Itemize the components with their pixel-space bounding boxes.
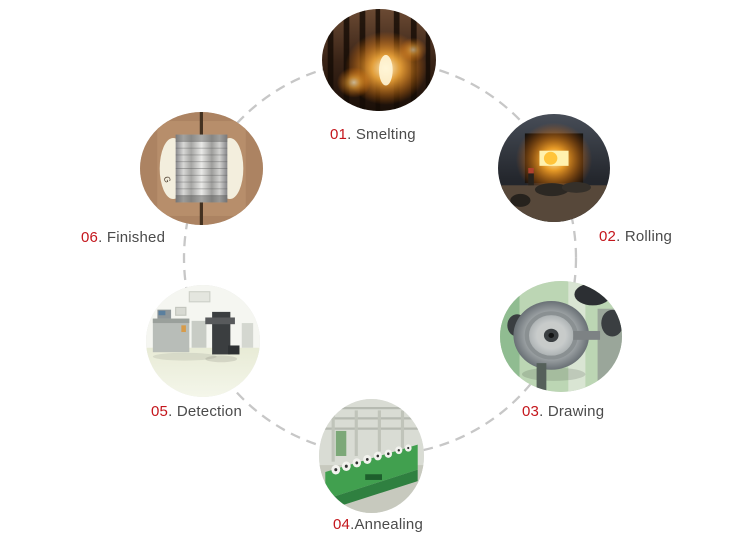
step-name: . Rolling xyxy=(616,228,673,245)
drawing-photo xyxy=(500,281,622,392)
step-label-smelting: 01. Smelting xyxy=(330,126,416,143)
annealing-photo xyxy=(319,399,424,513)
step-label-annealing: 04.Annealing xyxy=(333,516,423,533)
detection-photo xyxy=(146,285,260,397)
step-name: .Annealing xyxy=(350,516,423,533)
svg-text:G: G xyxy=(161,175,172,184)
step-number: 05 xyxy=(151,403,169,420)
step-name: . Drawing xyxy=(539,403,605,420)
step-number: 01 xyxy=(330,126,348,143)
step-number: 03 xyxy=(522,403,540,420)
step-label-drawing: 03. Drawing xyxy=(522,403,604,420)
step-name: . Detection xyxy=(168,403,242,420)
smelting-photo xyxy=(322,9,436,111)
step-label-rolling: 02. Rolling xyxy=(599,228,672,245)
rolling-photo xyxy=(498,114,610,222)
step-name: . Smelting xyxy=(347,126,416,143)
step-number: 06 xyxy=(81,229,99,246)
step-label-detection: 05. Detection xyxy=(151,403,242,420)
finished-photo: G xyxy=(140,112,263,225)
step-label-finished: 06. Finished xyxy=(81,229,165,246)
step-number: 04 xyxy=(333,516,351,533)
step-name: . Finished xyxy=(98,229,166,246)
step-number: 02 xyxy=(599,228,617,245)
